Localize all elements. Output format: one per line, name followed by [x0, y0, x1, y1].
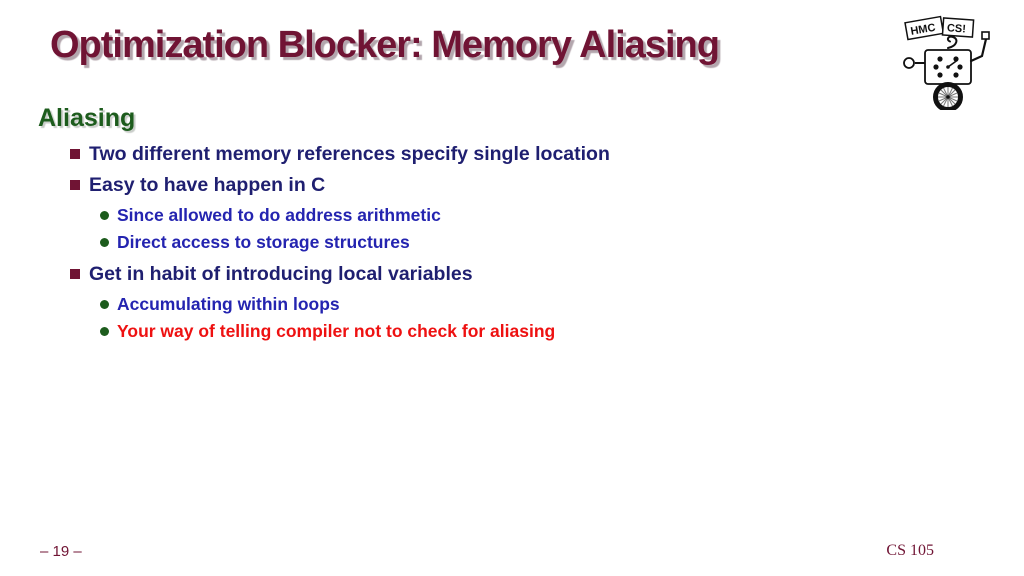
- square-bullet-icon: [70, 149, 80, 159]
- svg-text:CS!: CS!: [947, 22, 967, 35]
- bullet-item: Two different memory references specify …: [0, 144, 1024, 164]
- bullet-item: Direct access to storage structures: [0, 233, 1024, 251]
- bullet-item: Accumulating within loops: [0, 295, 1024, 313]
- bullet-item: Get in habit of introducing local variab…: [0, 264, 1024, 284]
- bullet-item: Since allowed to do address arithmetic: [0, 206, 1024, 224]
- page-number: – 19 –: [40, 543, 82, 560]
- course-label: CS 105: [886, 542, 934, 559]
- circle-bullet-icon: [100, 210, 109, 220]
- slide-title: Optimization Blocker: Memory Aliasing: [50, 24, 720, 66]
- bullet-text: Since allowed to do address arithmetic: [117, 205, 441, 225]
- circle-bullet-icon: [100, 299, 109, 309]
- hmc-cs-logo: HMC CS!: [898, 6, 1002, 112]
- svg-text:HMC: HMC: [910, 22, 937, 38]
- circle-bullet-icon: [100, 326, 109, 336]
- bullet-text: Accumulating within loops: [117, 294, 340, 314]
- square-bullet-icon: [70, 269, 80, 279]
- bullet-text: Direct access to storage structures: [117, 232, 410, 252]
- section-heading: Aliasing: [38, 104, 136, 132]
- bullet-text: Get in habit of introducing local variab…: [89, 263, 473, 285]
- bullet-text: Easy to have happen in C: [89, 174, 326, 196]
- square-bullet-icon: [70, 180, 80, 190]
- circle-bullet-icon: [100, 237, 109, 247]
- bullet-text: Your way of telling compiler not to chec…: [117, 321, 556, 341]
- bullet-item: Your way of telling compiler not to chec…: [0, 322, 1024, 340]
- bullet-text: Two different memory references specify …: [89, 143, 610, 165]
- slide-body: Aliasing Two different memory references…: [0, 105, 1024, 349]
- unicycle-robot-icon: HMC CS!: [903, 15, 990, 112]
- bullet-item: Easy to have happen in C: [0, 175, 1024, 195]
